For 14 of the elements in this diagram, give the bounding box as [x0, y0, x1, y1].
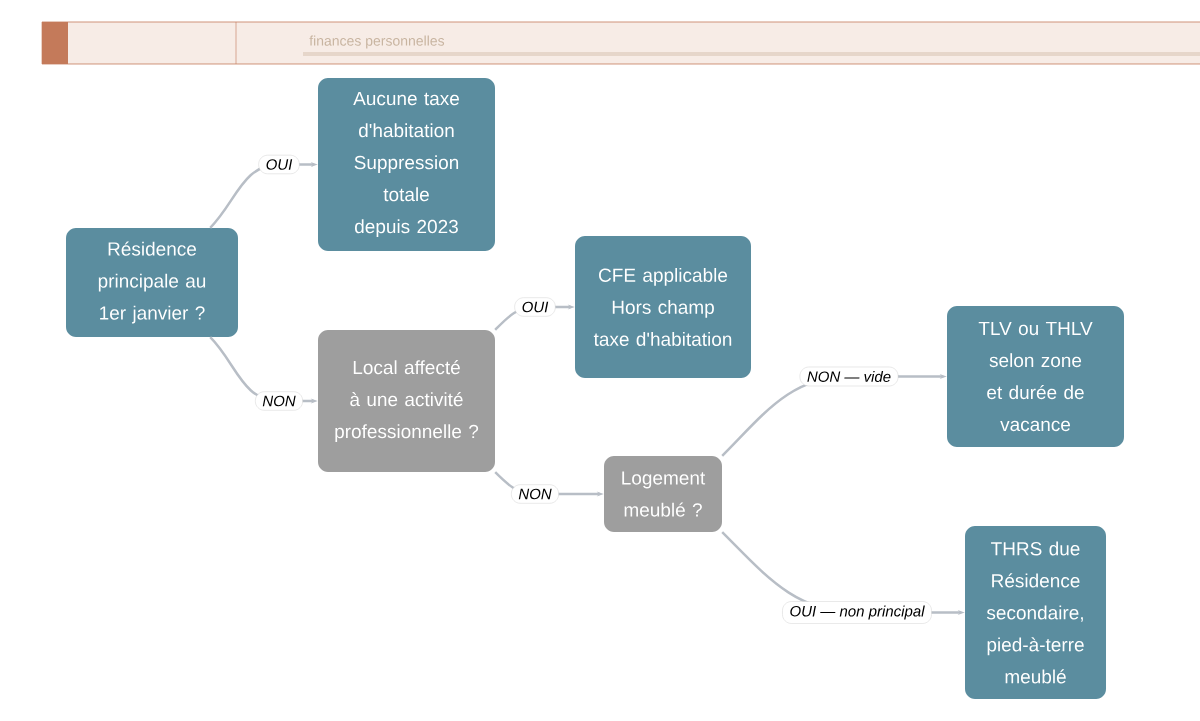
result-box: CFE applicable Hors champ taxe d'habitation — [575, 236, 751, 378]
edge-label: NON — [511, 484, 559, 504]
result-box: Aucune taxe d'habitation Suppression totale depuis 2023 — [318, 78, 495, 251]
decision-box: Logement meublé ? — [604, 456, 722, 532]
tagline: finances personnelles — [309, 35, 445, 49]
result-box: THRS due Résidence secondaire, pied-à-terre meublé — [965, 526, 1106, 699]
decision-box: Local affecté à une activité professionnelle ? — [318, 330, 495, 472]
edge-label: NON — [255, 391, 303, 411]
decision-box: Résidence principale au 1er janvier ? — [66, 228, 238, 337]
result-box: TLV ou THLV selon zone et durée de vacance — [947, 306, 1124, 447]
edge-label: OUI — [514, 297, 556, 317]
edge-label: NON — vide — [799, 366, 899, 387]
edge-label: OUI — non principal — [782, 601, 932, 624]
edge-label: OUI — [258, 155, 300, 174]
